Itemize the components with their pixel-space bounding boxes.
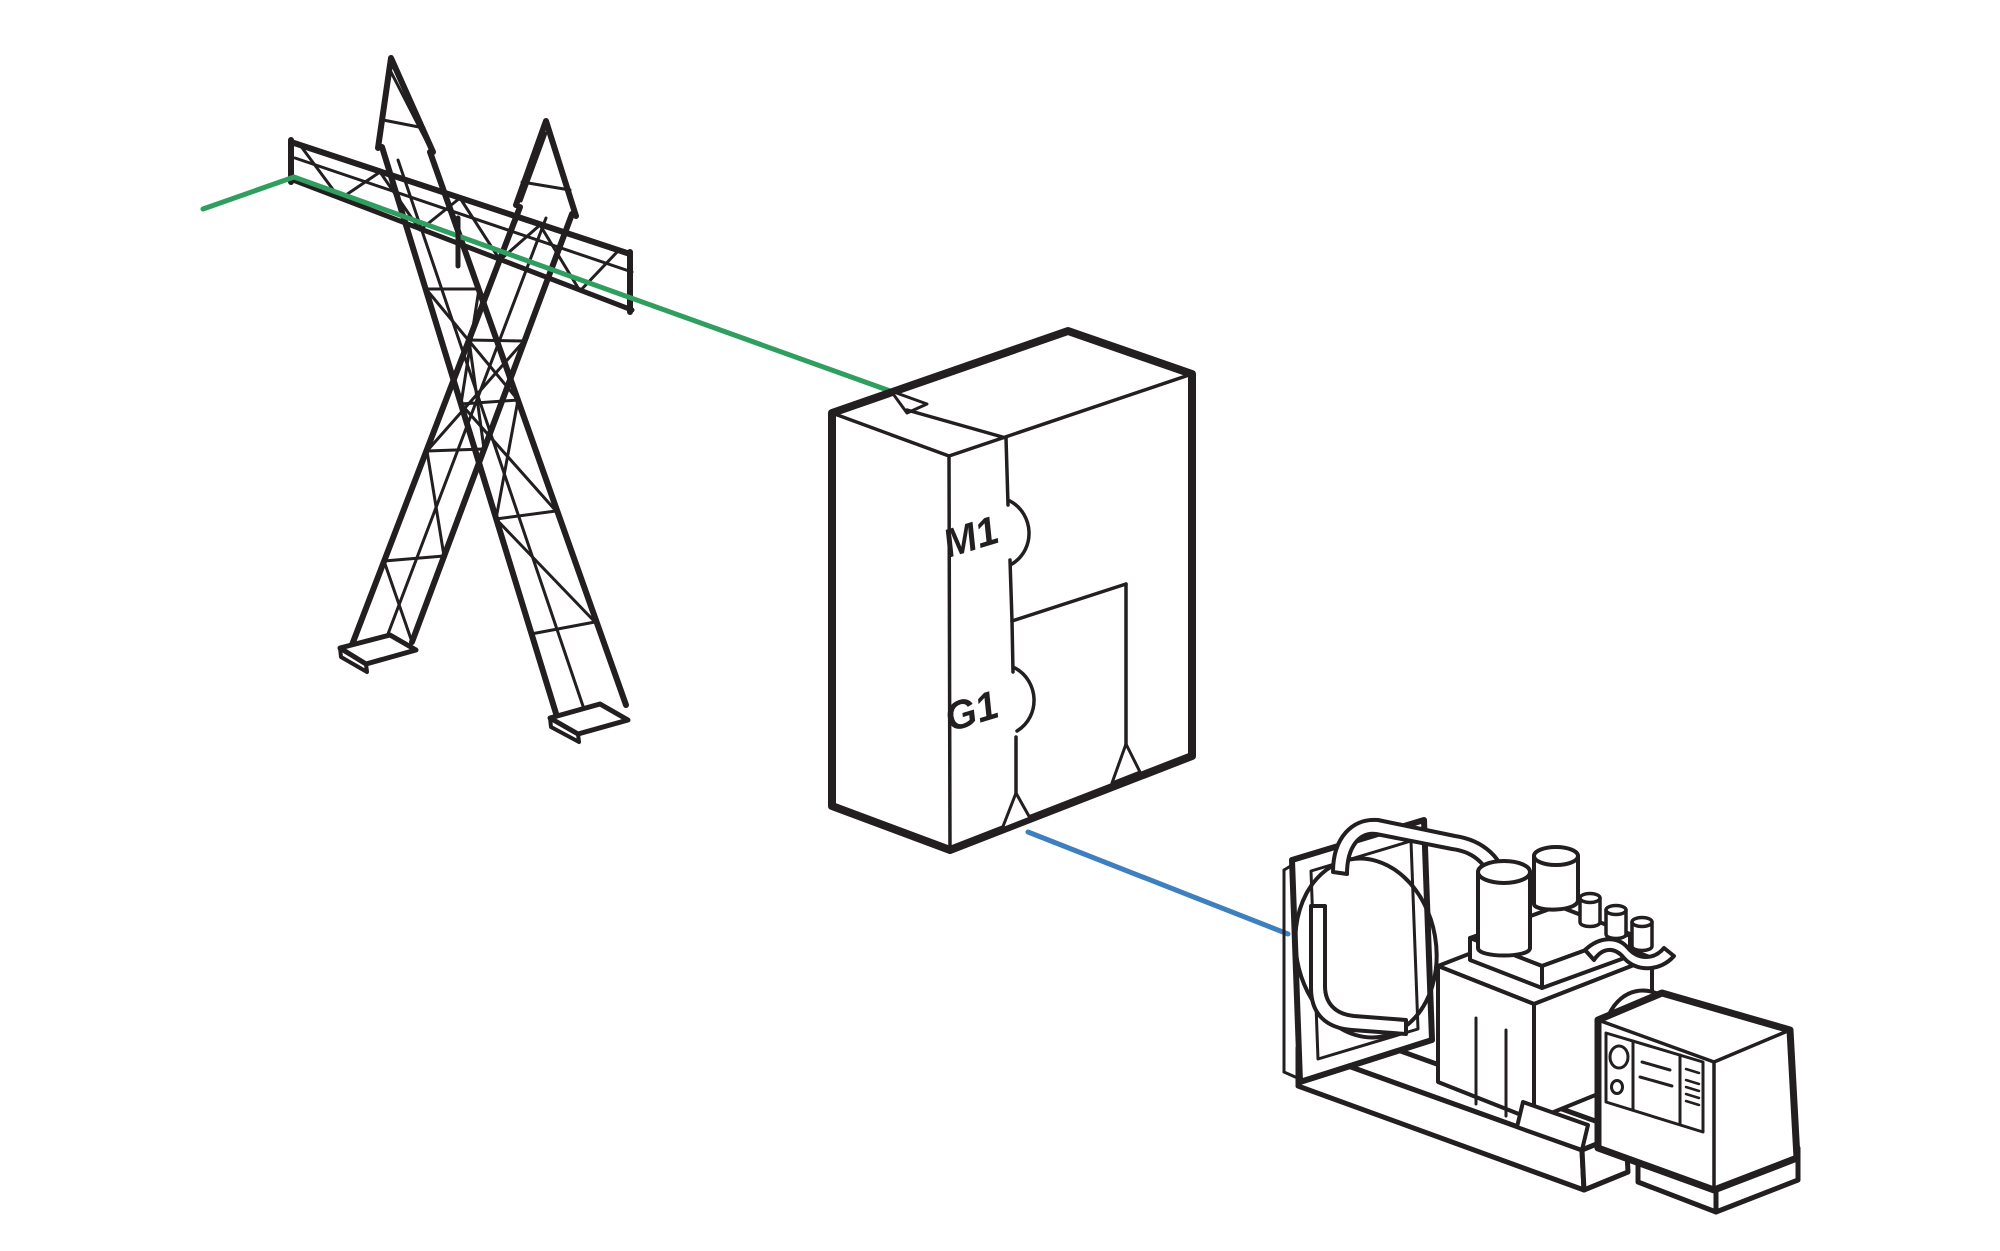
control-panel-icon — [1594, 989, 1801, 1194]
engine-icon — [1331, 817, 1676, 1122]
generator-power-line — [1025, 829, 1291, 937]
breaker-arc-g1 — [1013, 666, 1036, 733]
manifold-pipe — [1583, 937, 1676, 971]
generator-terminal-triangle — [1000, 791, 1032, 831]
transfer-switch-cabinet: M1 G1 — [828, 327, 1196, 854]
tower-peak-right — [513, 118, 579, 219]
panel-vent-lines — [1684, 1067, 1701, 1107]
transmission-tower-icon — [288, 55, 635, 744]
tower-foot-left — [337, 632, 419, 674]
air-cleaner-cylinder — [1476, 870, 1532, 958]
alternator-mount — [1515, 1100, 1590, 1152]
tower-crossarm — [288, 137, 635, 315]
load-terminal-triangle — [1110, 742, 1142, 785]
generator-set-icon — [1282, 817, 1801, 1215]
tower-legs — [347, 144, 629, 723]
breaker-arc-m1 — [1008, 499, 1031, 566]
radiator-icon — [1282, 817, 1439, 1085]
panel-faceplate — [1604, 1031, 1705, 1134]
exhaust-stubs — [1578, 891, 1654, 953]
utility-power-line — [200, 174, 896, 395]
gauge-small — [1610, 1079, 1624, 1095]
coolant-hose-lower — [1309, 904, 1408, 1036]
gauge-large — [1608, 1044, 1630, 1070]
utility-connection-wedge — [889, 389, 929, 415]
tower-peak-left — [375, 55, 436, 155]
tower-foot-right — [547, 701, 631, 744]
